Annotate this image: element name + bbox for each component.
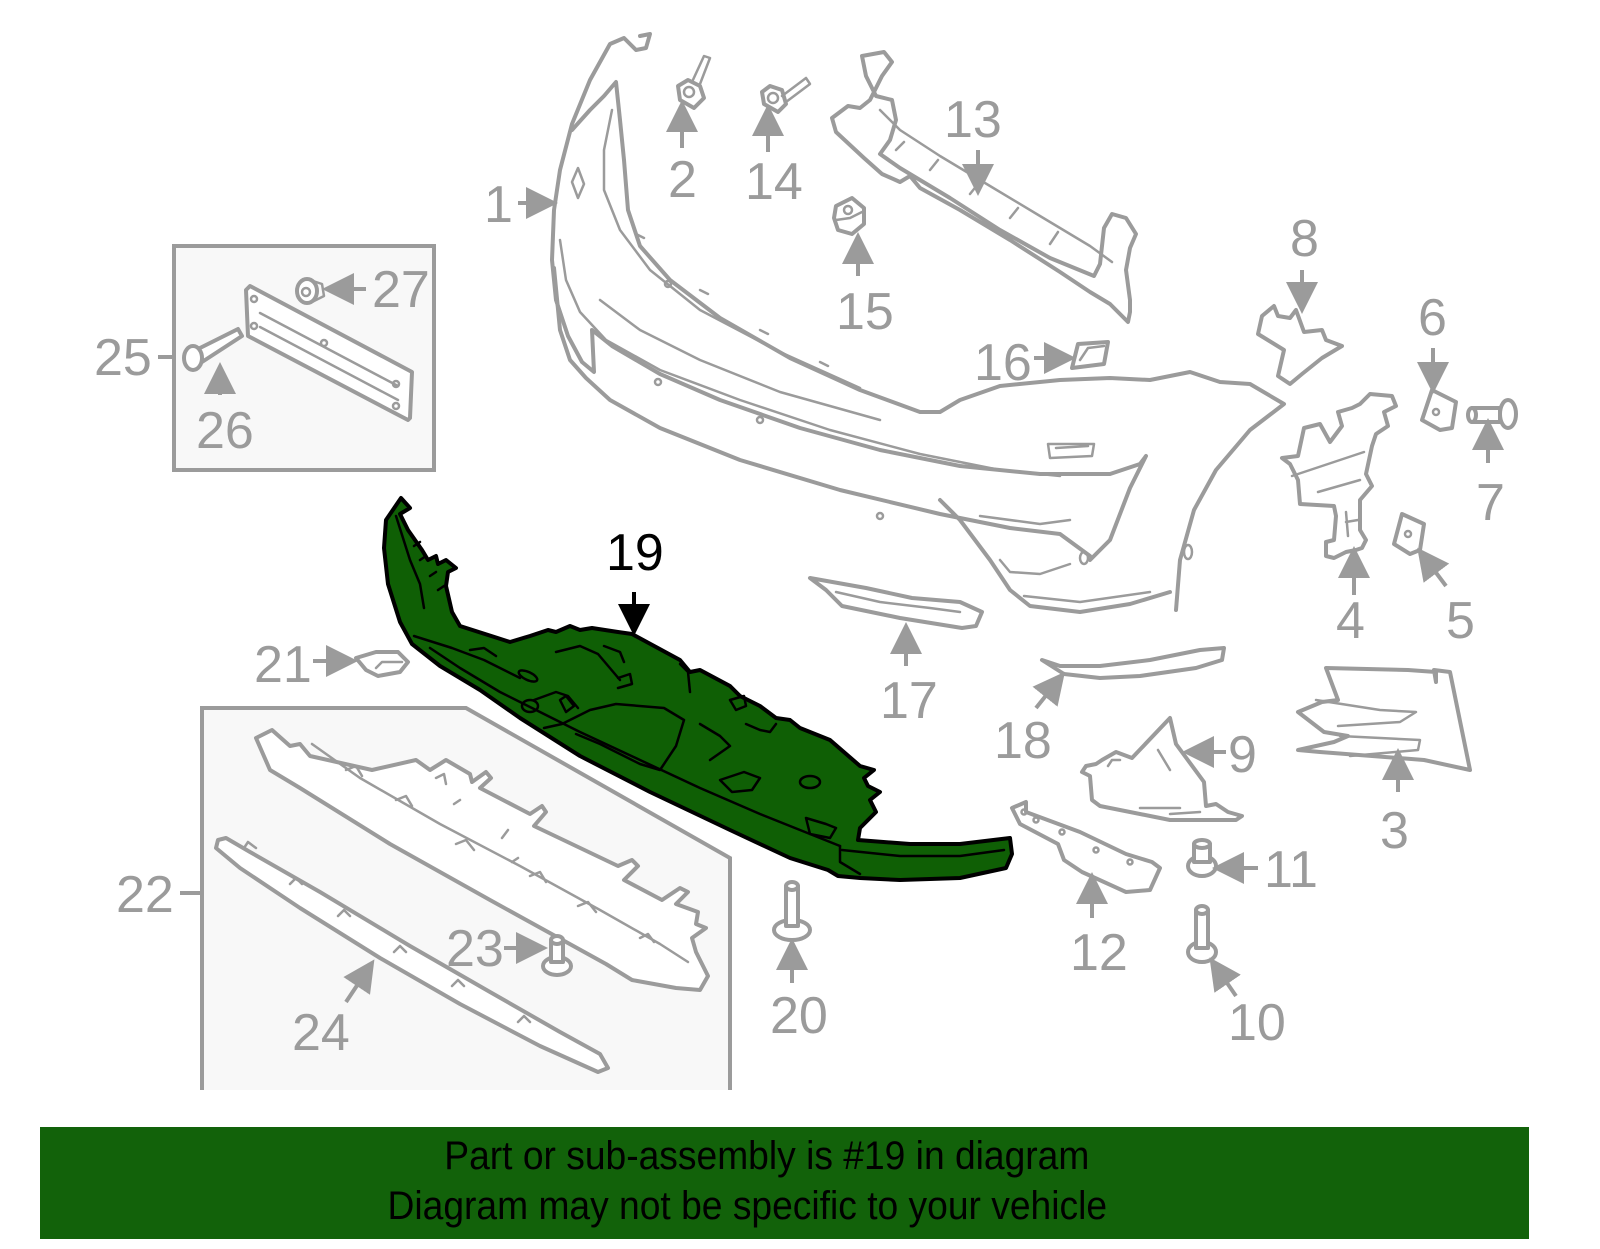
clip-21-part[interactable] <box>354 650 410 678</box>
bracket-8-part[interactable] <box>1256 304 1344 386</box>
callout-5: 5 <box>1446 592 1475 650</box>
callout-24: 24 <box>292 1004 350 1062</box>
callout-16: 16 <box>974 334 1032 392</box>
callout-17: 17 <box>880 672 938 730</box>
callout-9: 9 <box>1228 726 1257 784</box>
callout-19: 19 <box>606 524 664 582</box>
callout-3: 3 <box>1380 802 1409 860</box>
callout-15: 15 <box>836 283 894 341</box>
clip-5-part[interactable] <box>1392 512 1426 556</box>
callout-25: 25 <box>94 329 152 387</box>
shield-9-part[interactable] <box>1080 716 1244 822</box>
bolt-2-part[interactable] <box>676 54 712 110</box>
spacer-15-part[interactable] <box>832 196 866 236</box>
deflector-3-part[interactable] <box>1296 666 1472 772</box>
callout-11: 11 <box>1264 841 1318 899</box>
cap-16-part[interactable] <box>1070 340 1110 370</box>
callout-26: 26 <box>196 402 254 460</box>
bolt-14-part[interactable] <box>760 76 812 114</box>
inset-box-license-bracket <box>158 244 436 472</box>
inset-box-lower-grille <box>180 706 732 1090</box>
bolt-26-part[interactable] <box>182 327 244 372</box>
callout-22: 22 <box>116 866 174 924</box>
callout-23: 23 <box>446 920 504 978</box>
callout-10: 10 <box>1228 994 1286 1052</box>
callout-12: 12 <box>1070 924 1128 982</box>
callout-1: 1 <box>484 176 513 234</box>
lower-grille-part-22[interactable] <box>254 728 710 992</box>
callout-13: 13 <box>944 91 1002 149</box>
callout-27: 27 <box>372 261 430 319</box>
callout-7: 7 <box>1476 474 1505 532</box>
clip-11-part[interactable] <box>1186 838 1218 878</box>
trim-18-part[interactable] <box>1040 646 1226 680</box>
info-banner: Part or sub-assembly is #19 in diagram D… <box>40 1127 1529 1239</box>
bumper-cover-part-1[interactable] <box>550 32 1286 614</box>
callout-14: 14 <box>745 153 803 211</box>
clip-10-part[interactable] <box>1186 904 1218 964</box>
callout-6: 6 <box>1418 289 1447 347</box>
banner-line-part-number: Part or sub-assembly is #19 in diagram <box>444 1134 1090 1178</box>
clip-6-part[interactable] <box>1420 388 1458 432</box>
banner-line-disclaimer: Diagram may not be specific to your vehi… <box>387 1184 1108 1228</box>
callout-20: 20 <box>770 987 828 1045</box>
callout-4: 4 <box>1336 592 1365 650</box>
callout-21: 21 <box>254 636 312 694</box>
callout-8: 8 <box>1290 210 1319 268</box>
clip-20-part[interactable] <box>772 880 812 942</box>
callout-18: 18 <box>994 712 1052 770</box>
parts-diagram: 1 2 14 13 15 16 8 <box>94 32 1518 1090</box>
bracket-12-part[interactable] <box>1010 800 1162 894</box>
bracket-4-part[interactable] <box>1280 392 1398 560</box>
callout-2: 2 <box>668 151 697 209</box>
reflector-17-part[interactable] <box>808 576 984 630</box>
pin-7-part[interactable] <box>1466 398 1518 430</box>
lower-valance-part-19-highlighted[interactable] <box>382 496 1014 882</box>
